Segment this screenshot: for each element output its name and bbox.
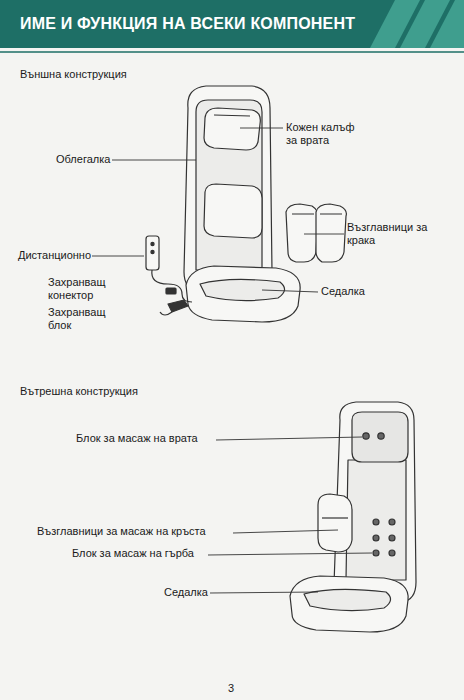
part-label: Блок за масаж на врата xyxy=(76,432,198,445)
section-heading: Външна конструкция xyxy=(20,68,127,81)
part-label: Дистанционно xyxy=(18,249,91,262)
part-label: Възглавници за крака xyxy=(347,221,431,247)
header-band xyxy=(0,0,464,48)
part-label: Захранващ блок xyxy=(48,306,120,332)
part-label: Облегалка xyxy=(56,153,110,166)
header-stripes xyxy=(370,0,464,48)
page-title: ИМЕ И ФУНКЦИЯ НА ВСЕКИ КОМПОНЕНТ xyxy=(20,14,355,34)
part-label: Кожен калъф за врата xyxy=(286,121,364,147)
page-number: 3 xyxy=(228,682,234,695)
part-label: Седалка xyxy=(321,285,365,298)
header-rule xyxy=(0,51,464,53)
part-label: Седалка xyxy=(164,586,208,599)
leader-lines xyxy=(92,128,372,593)
chair-internal xyxy=(290,402,416,632)
part-label: Захранващ конектор xyxy=(48,276,120,302)
part-label: Блок за масаж на гърба xyxy=(72,547,194,560)
section-heading: Вътрешна конструкция xyxy=(20,385,138,398)
part-label: Възглавници за масаж на кръста xyxy=(37,525,206,538)
